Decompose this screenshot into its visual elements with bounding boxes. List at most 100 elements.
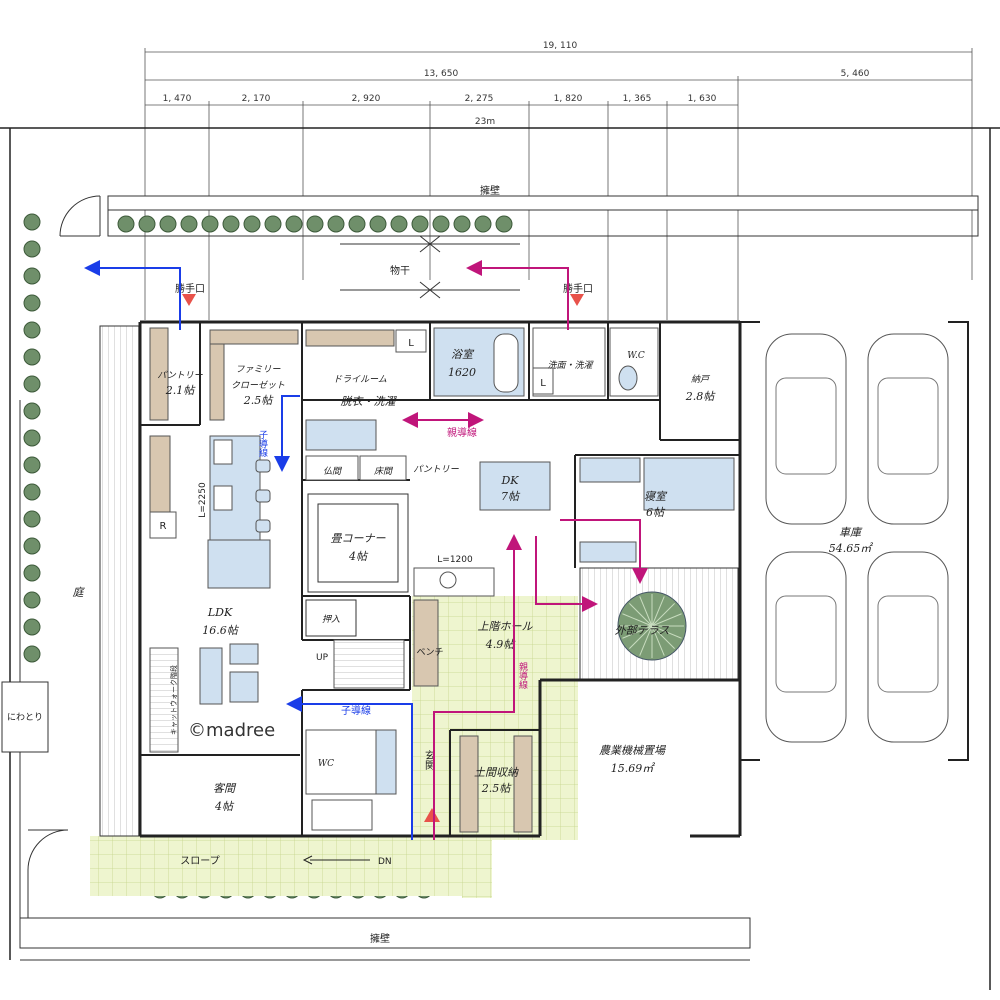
dimension-lines: 19, 110 13, 650 5, 460 1, 470 2, 170 2, … [0, 41, 1000, 320]
service-door-right-label: 勝手口 [563, 282, 593, 295]
car [765, 333, 847, 525]
chicken-coop-label: にわとり [7, 712, 43, 723]
garage-boundary [740, 321, 969, 761]
watermark: ©madree [188, 720, 275, 741]
bedroom-name: 寝室 [644, 490, 668, 503]
counter-length: L=1200 [437, 555, 473, 565]
guest-room-name: 客間 [213, 782, 237, 795]
parent-route-label-1: 親導線 [447, 426, 477, 439]
site-boundary: 擁壁 擁壁 [0, 127, 1000, 990]
outdoor-terrace-label: 外部テラス [615, 624, 670, 637]
hedge-plant [23, 645, 41, 663]
hedge-plant [23, 591, 41, 609]
hedge-plant [23, 618, 41, 636]
dk-size: 7帖 [501, 490, 521, 503]
ldk-size: 16.6帖 [202, 624, 239, 637]
hall-tile-floor [412, 596, 578, 840]
hedge-plant [23, 402, 41, 420]
storage-size: 2.8帖 [685, 390, 716, 403]
laundry-l1: L [408, 338, 414, 349]
child-route-label-2: 子導線 [341, 704, 371, 717]
hedge-plant [23, 564, 41, 582]
hedge-plant [222, 215, 240, 233]
slope-label: スロープ [180, 855, 219, 867]
entrance-marker [424, 808, 440, 822]
bedroom-size: 6帖 [646, 506, 666, 519]
wood-deck [99, 325, 141, 837]
family-closet-name-2: クローゼット [231, 380, 285, 391]
kitchen-length: L=2250 [198, 482, 208, 518]
dk-name: DK [500, 474, 519, 487]
fridge-label: R [160, 521, 167, 532]
down-label: DN [378, 857, 392, 867]
hedge-plant [23, 267, 41, 285]
retaining-wall-bottom-label: 擁壁 [370, 932, 390, 945]
dim-span-4: 2, 275 [465, 94, 494, 104]
hedge-plant [23, 213, 41, 231]
garden-label: 庭 [73, 586, 86, 599]
dim-span-5: 1, 820 [554, 94, 583, 104]
family-closet-name-1: ファミリー [235, 365, 281, 375]
butsuma-label: 仏間 [323, 466, 343, 477]
drying-area-label: 物干 [390, 264, 410, 277]
hedge-plant [23, 240, 41, 258]
hedge-plant [23, 510, 41, 528]
parent-route-label-2: 親導線 [517, 661, 528, 689]
dim-span-7: 1, 630 [688, 94, 717, 104]
bench-label: ベンチ [416, 647, 443, 658]
farm-machine-name: 農業機械置場 [599, 744, 667, 757]
guest-room-size: 4帖 [214, 800, 235, 813]
hedge-plant [138, 215, 156, 233]
bath-name: 浴室 [451, 348, 475, 361]
dining-table [207, 539, 271, 589]
kitchen-stools [255, 459, 271, 533]
doma-storage-name: 土間収納 [474, 766, 519, 779]
tatami-corner [307, 493, 409, 593]
hedge-plant [369, 215, 387, 233]
garage-name: 車庫 [839, 526, 863, 539]
entrance-label: 玄関 [423, 749, 435, 771]
hedge-plant [327, 215, 345, 233]
dry-room-label: ドライルーム [333, 374, 387, 385]
hedge-plant [159, 215, 177, 233]
storage-name: 納戸 [691, 374, 711, 385]
chicken-coop [1, 681, 49, 753]
hedge-plant [432, 215, 450, 233]
hedge-plant [180, 215, 198, 233]
dim-span-2: 2, 170 [242, 94, 271, 104]
tatami-corner-name: 畳コーナー [331, 532, 387, 545]
hedge-plant [23, 429, 41, 447]
dim-span-6: 1, 365 [623, 94, 652, 104]
hedge-plant [285, 215, 303, 233]
hedge-plant [390, 215, 408, 233]
pantry-left-name: パントリー [157, 370, 203, 381]
up-label: UP [316, 653, 329, 663]
parent-routes [408, 260, 648, 840]
hedge-plant [495, 215, 513, 233]
hedge-plant [264, 215, 282, 233]
child-route-label-1: 子導線 [257, 430, 268, 457]
cat-stair-label: キャットウォーク階段 [169, 665, 178, 735]
slope-tile-floor [90, 836, 490, 896]
dim-site-width: 23m [475, 117, 495, 127]
service-door-left: 勝手口 [175, 282, 205, 306]
hedge-plant [348, 215, 366, 233]
hedge-plant [23, 348, 41, 366]
family-closet-size: 2.5帖 [243, 394, 274, 407]
car [867, 333, 949, 525]
hedge-plant [23, 537, 41, 555]
wc-bottom-label: WC [318, 759, 334, 769]
service-door-left-label: 勝手口 [175, 282, 205, 295]
hedge-plant [201, 215, 219, 233]
dim-total: 19, 110 [543, 41, 578, 51]
hedge-plant [117, 215, 135, 233]
pantry-left-size: 2.1帖 [165, 384, 196, 397]
pantry-small-label: パントリー [413, 464, 459, 475]
garage-size: 54.65㎡ [829, 542, 873, 555]
top-hall-name: 上階ホール [478, 620, 534, 633]
parked-cars [765, 333, 949, 743]
child-routes [84, 260, 413, 840]
farm-machine-size: 15.69㎡ [611, 762, 655, 775]
dk-table [479, 461, 551, 511]
